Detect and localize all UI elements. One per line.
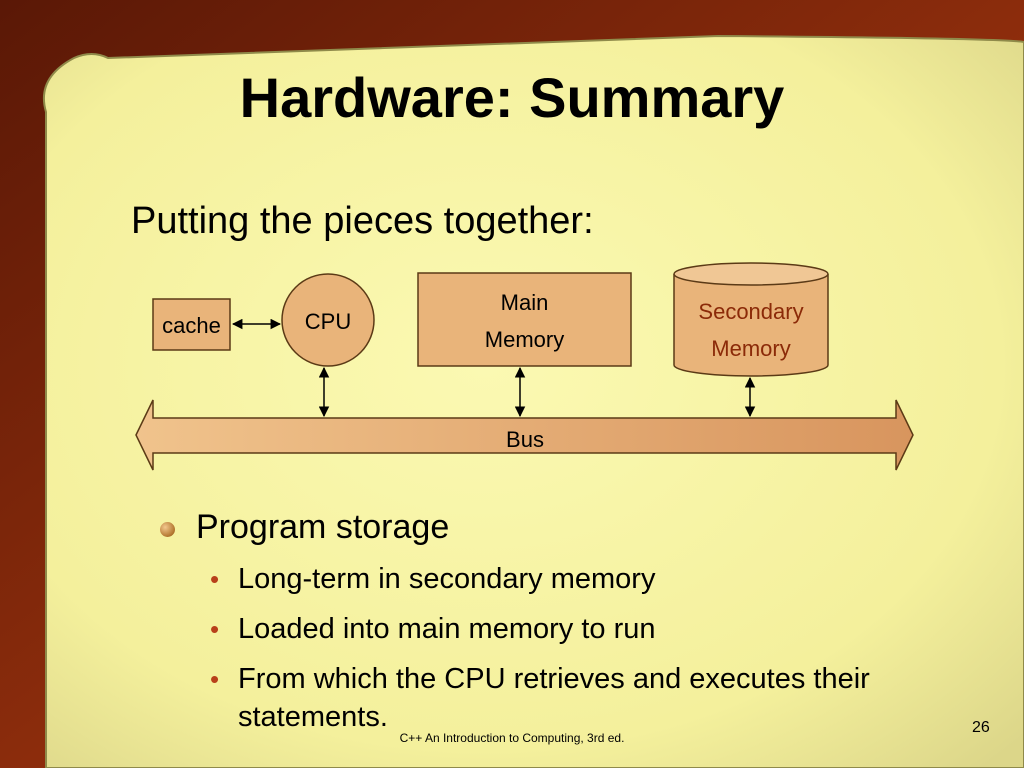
bus-label: Bus xyxy=(506,427,544,452)
sub-bullet-2: • Loaded into main memory to run xyxy=(160,610,1010,648)
secondary-memory-label-line2: Memory xyxy=(711,336,790,361)
cache-label: cache xyxy=(162,313,221,338)
secondary-memory-label-line1: Secondary xyxy=(698,299,803,324)
slide-footer: C++ An Introduction to Computing, 3rd ed… xyxy=(399,731,625,745)
sub-bullet-text: From which the CPU retrieves and execute… xyxy=(238,663,870,733)
slide-subtitle: Putting the pieces together: xyxy=(131,200,594,242)
sub-bullet-text: Loaded into main memory to run xyxy=(238,613,656,645)
bus-arrow: Bus xyxy=(135,399,914,471)
bullet-dot-icon: • xyxy=(210,564,220,594)
cache-box: cache xyxy=(152,298,231,351)
slide-title: Hardware: Summary xyxy=(239,66,785,129)
cpu-circle: CPU xyxy=(281,273,375,367)
secondary-memory-cylinder: Secondary Memory xyxy=(673,262,829,377)
bullet-dot-icon: • xyxy=(210,614,220,644)
sub-bullet-3: • From which the CPU retrieves and execu… xyxy=(160,660,998,736)
sub-bullet-1: • Long-term in secondary memory xyxy=(160,560,1010,598)
bullet-icon xyxy=(160,522,175,537)
sub-bullet-text: Long-term in secondary memory xyxy=(238,563,656,595)
cpu-label: CPU xyxy=(305,309,351,334)
page-number: 26 xyxy=(972,719,990,736)
main-memory-label-line2: Memory xyxy=(485,327,564,352)
main-memory-label-line1: Main xyxy=(501,290,549,315)
bullet-heading: Program storage xyxy=(196,508,450,546)
bullet-dot-icon: • xyxy=(210,664,220,694)
main-memory-box: Main Memory xyxy=(417,272,632,367)
bullet-program-storage: Program storage xyxy=(160,506,1010,548)
bullet-list: Program storage • Long-term in secondary… xyxy=(160,506,1010,736)
